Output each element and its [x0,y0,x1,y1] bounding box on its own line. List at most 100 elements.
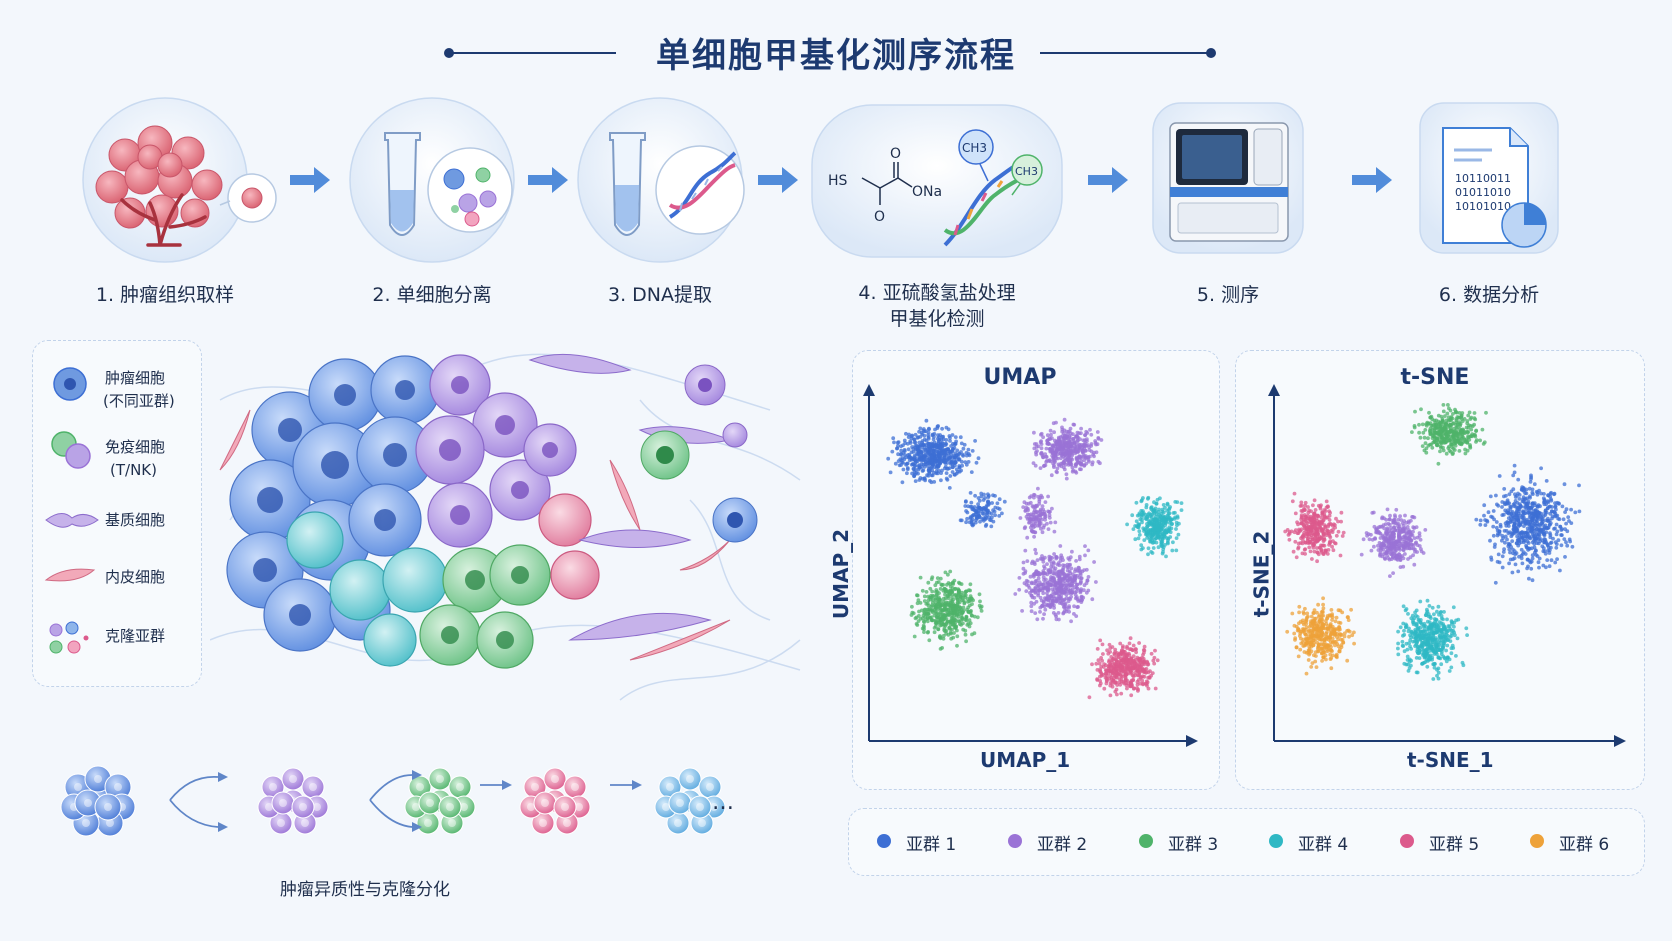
tsne-point-subgroup-5 [1300,535,1305,539]
tsne-point-subgroup-3 [1426,436,1430,441]
tsne-point-subgroup-5 [1328,539,1333,543]
tsne-point-subgroup-1 [1515,528,1520,533]
tsne-point-subgroup-1 [1491,533,1496,538]
tsne-point-subgroup-1 [1549,490,1553,495]
umap-point-subgroup-1 [1002,499,1007,504]
umap-point-subgroup-5 [1107,658,1112,663]
umap-point-subgroup-1 [1055,466,1060,471]
umap-point-subgroup-3 [968,582,973,587]
tsne-point-subgroup-5 [1298,504,1303,508]
tsne-point-subgroup-6 [1297,621,1301,626]
tsne-point-subgroup-6 [1321,642,1325,647]
umap-point-subgroup-1 [976,502,980,507]
umap-point-subgroup-2 [1059,553,1064,558]
tsne-point-subgroup-5 [1331,522,1336,527]
umap-point-subgroup-5 [1098,669,1102,674]
umap-point-subgroup-1 [1062,428,1067,433]
umap-point-subgroup-3 [926,612,930,616]
tsne-point-subgroup-6 [1320,659,1324,663]
umap-point-subgroup-1 [985,510,990,515]
tsne-point-subgroup-3 [1457,449,1462,453]
umap-point-subgroup-2 [1042,566,1047,570]
immune-cells [640,364,758,543]
data-analysis-icon: 10110011 01011010 10101010 [1419,102,1559,254]
umap-point-subgroup-4 [1149,512,1153,517]
tsne-point-subgroup-5 [1295,531,1300,536]
tsne-point-subgroup-3 [1439,420,1444,425]
umap-point-subgroup-2 [1074,559,1078,563]
umap-point-subgroup-3 [933,583,938,588]
umap-point-subgroup-1 [970,449,975,453]
tsne-point-subgroup-6 [1328,643,1332,648]
clone-pink-nucleus [561,803,569,811]
tsne-point-subgroup-2 [1380,541,1385,546]
umap-point-subgroup-3 [957,588,961,593]
tsne-point-subgroup-1 [1537,488,1541,493]
umap-point-subgroup-3 [954,624,959,629]
tsne-point-subgroup-1 [1530,517,1535,521]
umap-point-subgroup-1 [1088,454,1092,459]
umap-point-subgroup-3 [950,613,954,618]
tsne-point-subgroup-1 [1529,511,1533,516]
tsne-point-subgroup-1 [1547,522,1552,527]
umap-point-subgroup-4 [1171,511,1176,515]
umap-point-subgroup-1 [992,509,997,514]
tsne-point-subgroup-1 [1564,540,1568,545]
tsne-point-subgroup-1 [1489,557,1494,562]
tsne-point-subgroup-1 [1530,556,1535,561]
tsne-point-subgroup-2 [1403,534,1408,538]
tsne-point-subgroup-1 [1567,519,1571,523]
tsne-point-subgroup-3 [1444,435,1449,440]
cell-legend-icons [44,367,99,654]
tsne-point-subgroup-6 [1350,633,1355,638]
step-6-label: 6. 数据分析 [1438,284,1540,306]
tsne-point-subgroup-3 [1423,428,1428,432]
umap-point-subgroup-1 [1087,459,1091,464]
tsne-point-subgroup-6 [1305,640,1309,645]
umap-point-subgroup-2 [1068,597,1073,601]
umap-point-subgroup-2 [1034,582,1039,586]
tsne-point-subgroup-5 [1313,524,1318,529]
umap-point-subgroup-5 [1138,681,1143,686]
tsne-point-subgroup-1 [1527,515,1532,520]
umap-point-subgroup-2 [1057,569,1062,574]
tsne-point-subgroup-5 [1311,519,1316,524]
umap-point-subgroup-2 [1054,617,1059,622]
umap-point-subgroup-1 [913,432,918,437]
umap-point-subgroup-4 [1130,513,1135,518]
umap-point-subgroup-4 [1161,503,1166,507]
umap-point-subgroup-2 [1045,521,1049,526]
tsne-point-subgroup-2 [1386,541,1391,546]
umap-point-subgroup-5 [1119,651,1123,655]
umap-point-subgroup-5 [1100,642,1105,647]
umap-point-subgroup-1 [1058,440,1062,445]
tsne-point-subgroup-3 [1424,446,1429,451]
umap-point-subgroup-2 [1052,587,1057,592]
tsne-point-subgroup-5 [1311,503,1315,508]
umap-point-subgroup-3 [915,623,920,627]
umap-point-subgroup-5 [1095,677,1099,682]
tsne-point-subgroup-6 [1313,616,1318,621]
tsne-point-subgroup-5 [1308,525,1312,529]
umap-point-subgroup-3 [943,629,947,634]
umap-point-subgroup-1 [987,515,992,520]
tsne-point-subgroup-5 [1317,525,1322,529]
umap-point-subgroup-4 [1174,548,1179,553]
clone-sky-nucleus [696,803,704,811]
umap-point-subgroup-1 [964,509,968,513]
tsne-point-subgroup-5 [1324,499,1329,504]
umap-point-subgroup-2 [1031,530,1035,534]
clone-purple-cell [291,795,315,819]
tsne-point-subgroup-6 [1308,642,1313,646]
umap-point-subgroup-1 [1044,455,1049,459]
umap-point-subgroup-4 [1171,540,1175,545]
tsne-point-subgroup-6 [1336,608,1341,613]
umap-point-subgroup-3 [943,613,948,618]
umap-point-subgroup-1 [1088,427,1092,432]
umap-point-subgroup-2 [1046,603,1051,607]
umap-point-subgroup-1 [982,508,986,513]
umap-point-subgroup-1 [941,450,946,455]
umap-point-subgroup-5 [1099,664,1104,669]
umap-point-subgroup-2 [1038,509,1042,514]
umap-point-subgroup-2 [1024,582,1029,587]
